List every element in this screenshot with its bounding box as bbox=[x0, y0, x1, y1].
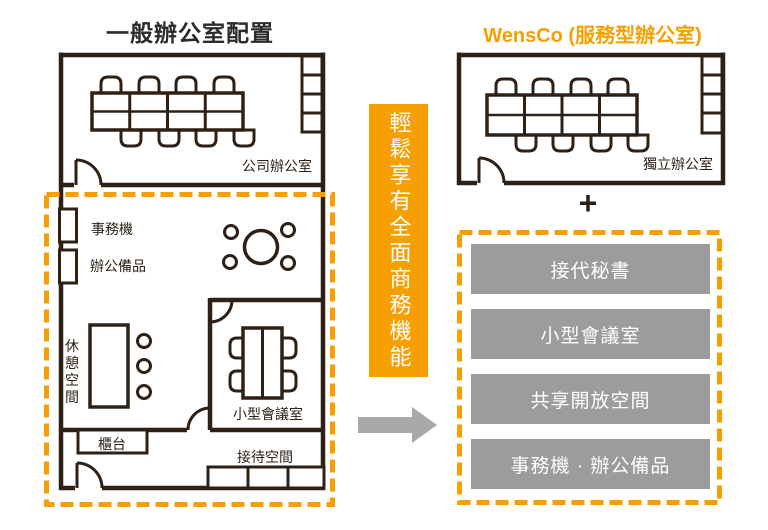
door-reception bbox=[186, 406, 211, 431]
meeting-room-label: 小型會議室 bbox=[233, 406, 303, 422]
counter-label: 櫃台 bbox=[98, 436, 126, 452]
door-top-office bbox=[74, 158, 103, 186]
left-dashed-highlight bbox=[44, 192, 335, 507]
right-shelf-cabinet bbox=[700, 54, 724, 135]
right-dashed-box bbox=[457, 230, 722, 505]
transition-arrow bbox=[358, 407, 437, 443]
plus-sign: + bbox=[578, 185, 598, 221]
copier-box bbox=[58, 207, 78, 285]
reception-label: 接待空間 bbox=[237, 449, 293, 465]
rest-space-label-2: 憩 bbox=[65, 355, 79, 371]
feature-secretary: 接代秘書 bbox=[471, 244, 710, 294]
right-floorplan bbox=[456, 52, 726, 186]
feature-office-equipment: 事務機 · 辦公備品 bbox=[471, 439, 710, 489]
right-plan-title: WensCo (服務型辦公室) bbox=[483, 25, 702, 47]
rest-space-label-3: 空 bbox=[65, 372, 79, 388]
left-floorplan bbox=[58, 52, 326, 491]
private-office-label: 獨立辦公室 bbox=[643, 156, 713, 172]
copier-label: 事務機 bbox=[91, 221, 133, 237]
rest-area-table bbox=[88, 323, 152, 409]
rest-space-label-4: 間 bbox=[65, 389, 79, 405]
door-entrance bbox=[75, 461, 104, 489]
benefit-banner: 輕鬆享有全面商務機能 bbox=[369, 104, 428, 377]
right-office-table bbox=[485, 79, 648, 151]
counter-box bbox=[76, 428, 149, 455]
feature-open-space: 共享開放空間 bbox=[471, 374, 710, 424]
left-plan-labels: 公司辦公室 事務機 辦公備品 休 憩 空 間 小型會議室 櫃台 接待空間 bbox=[65, 158, 312, 465]
supplies-label: 辦公備品 bbox=[90, 258, 146, 274]
company-office-label: 公司辦公室 bbox=[242, 158, 312, 174]
left-shelf-cabinet bbox=[300, 54, 324, 134]
feature-meeting-room: 小型會議室 bbox=[471, 309, 710, 359]
left-office-table bbox=[90, 77, 254, 146]
rest-space-label-1: 休 bbox=[65, 338, 79, 354]
round-table bbox=[222, 222, 296, 271]
reception-sofa bbox=[206, 465, 326, 490]
meeting-room-table bbox=[230, 326, 296, 400]
left-plan-title: 一般辦公室配置 bbox=[106, 20, 274, 46]
door-right-office bbox=[477, 156, 506, 184]
door-meeting-room bbox=[209, 299, 234, 324]
